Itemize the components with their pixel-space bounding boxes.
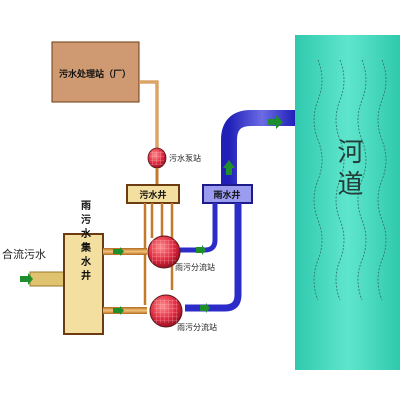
flow-arrow-icon <box>20 273 33 285</box>
diversion-station-lower-label: 雨污分流站 <box>177 322 217 332</box>
sewage-well-label: 污水井 <box>139 189 166 201</box>
combined-sewage-label: 合流污水 <box>2 247 46 261</box>
flow-arrow-icon <box>268 115 283 129</box>
treatment-plant-box <box>51 41 140 103</box>
collection-well-box <box>63 233 104 335</box>
collection-well-label-vertical: 雨污水集水井 <box>79 200 92 284</box>
flow-arrow-icon <box>200 303 210 313</box>
diversion-station-upper-label: 雨污分流站 <box>175 262 215 272</box>
river-label: 河道 <box>333 138 363 202</box>
river <box>295 35 400 370</box>
sewage-pump-icon <box>147 147 167 169</box>
sewage-pump-station-label: 污水泵站 <box>169 153 201 163</box>
rain-pipe <box>221 110 295 190</box>
flow-arrow-icon <box>113 306 124 315</box>
diversion-pump-icon <box>147 235 181 269</box>
rain-well-box <box>202 184 253 204</box>
flow-arrow-icon <box>113 247 124 256</box>
sewage-pipe-top <box>139 80 159 148</box>
combined-sewage-inlet-pipe <box>29 271 65 287</box>
rain-well-label: 雨水井 <box>213 189 240 201</box>
flow-arrow-icon <box>196 245 206 255</box>
flow-arrow-icon <box>223 160 235 175</box>
diversion-pump-icon <box>149 294 183 328</box>
treatment-plant-label: 污水处理站（厂） <box>59 68 131 80</box>
wave-icon <box>313 59 387 301</box>
